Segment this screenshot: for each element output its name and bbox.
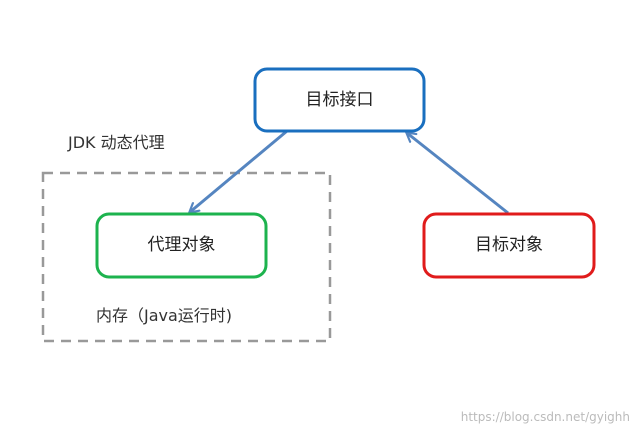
memory-region-box bbox=[41, 171, 332, 343]
proxy-object-box bbox=[95, 212, 268, 279]
proxy-object-label: 代理对象 bbox=[148, 235, 216, 255]
arrow-interface-to-proxy bbox=[190, 129, 288, 212]
target-interface-label: 目标接口 bbox=[306, 90, 374, 110]
proxy-object-node: 代理对象 bbox=[95, 212, 268, 279]
target-interface-box bbox=[253, 67, 426, 133]
target-object-box bbox=[422, 212, 596, 279]
target-interface-node: 目标接口 bbox=[253, 67, 426, 133]
memory-java-runtime-label: 内存（Java运行时) bbox=[96, 306, 232, 325]
watermark-url: https://blog.csdn.net/gyighh bbox=[461, 410, 630, 424]
target-object-node: 目标对象 bbox=[422, 212, 596, 279]
arrow-target-to-interface bbox=[407, 133, 509, 215]
target-object-label: 目标对象 bbox=[475, 235, 543, 255]
jdk-dynamic-proxy-label: JDK 动态代理 bbox=[67, 133, 165, 152]
